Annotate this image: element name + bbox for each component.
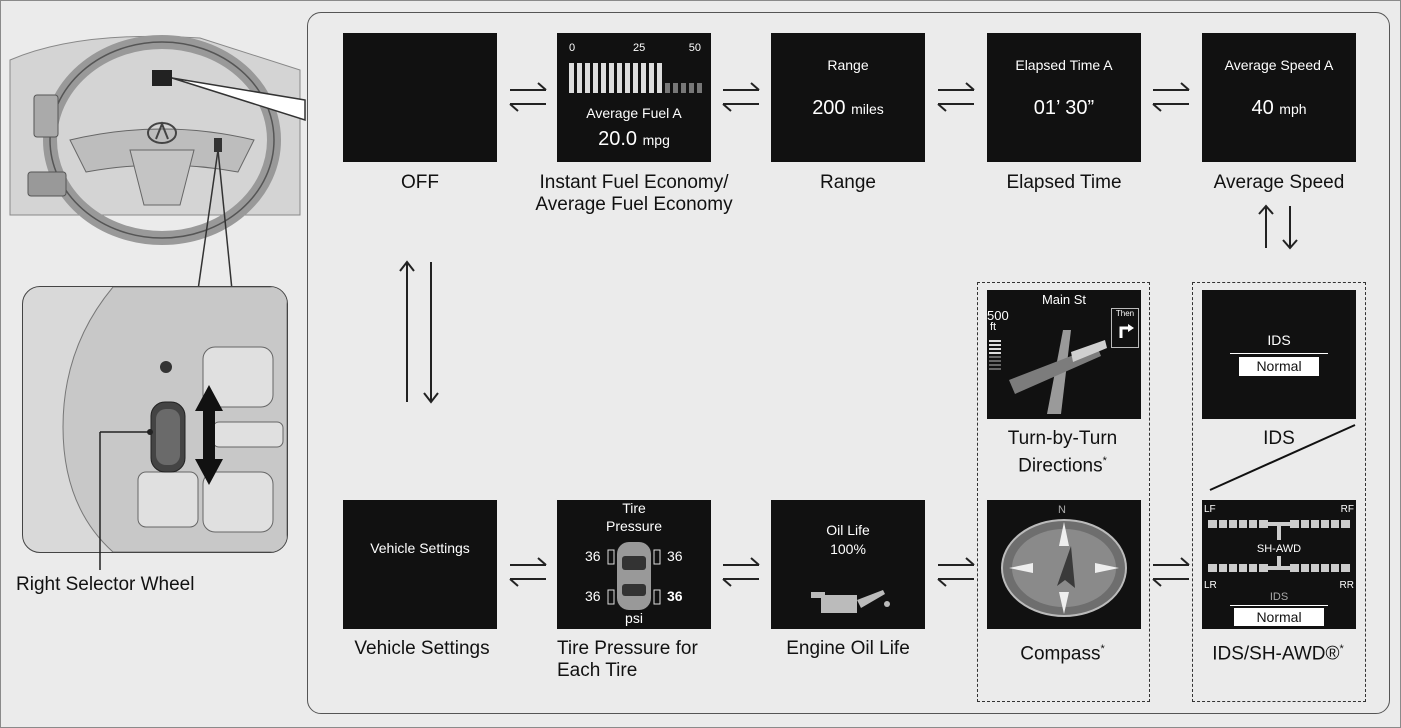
arrow-off-vehicle bbox=[400, 262, 438, 402]
arrow-speed-ids bbox=[1259, 206, 1297, 248]
arrow-elapsed-speed bbox=[1153, 83, 1189, 111]
arrow-fuel-range bbox=[723, 83, 759, 111]
arrow-range-elapsed bbox=[938, 83, 974, 111]
arrow-vehicle-tire bbox=[510, 558, 546, 586]
arrow-compass-shawd bbox=[1153, 558, 1189, 586]
arrow-oil-compass bbox=[938, 558, 974, 586]
arrow-off-fuel bbox=[510, 83, 546, 111]
arrow-tire-oil bbox=[723, 558, 759, 586]
